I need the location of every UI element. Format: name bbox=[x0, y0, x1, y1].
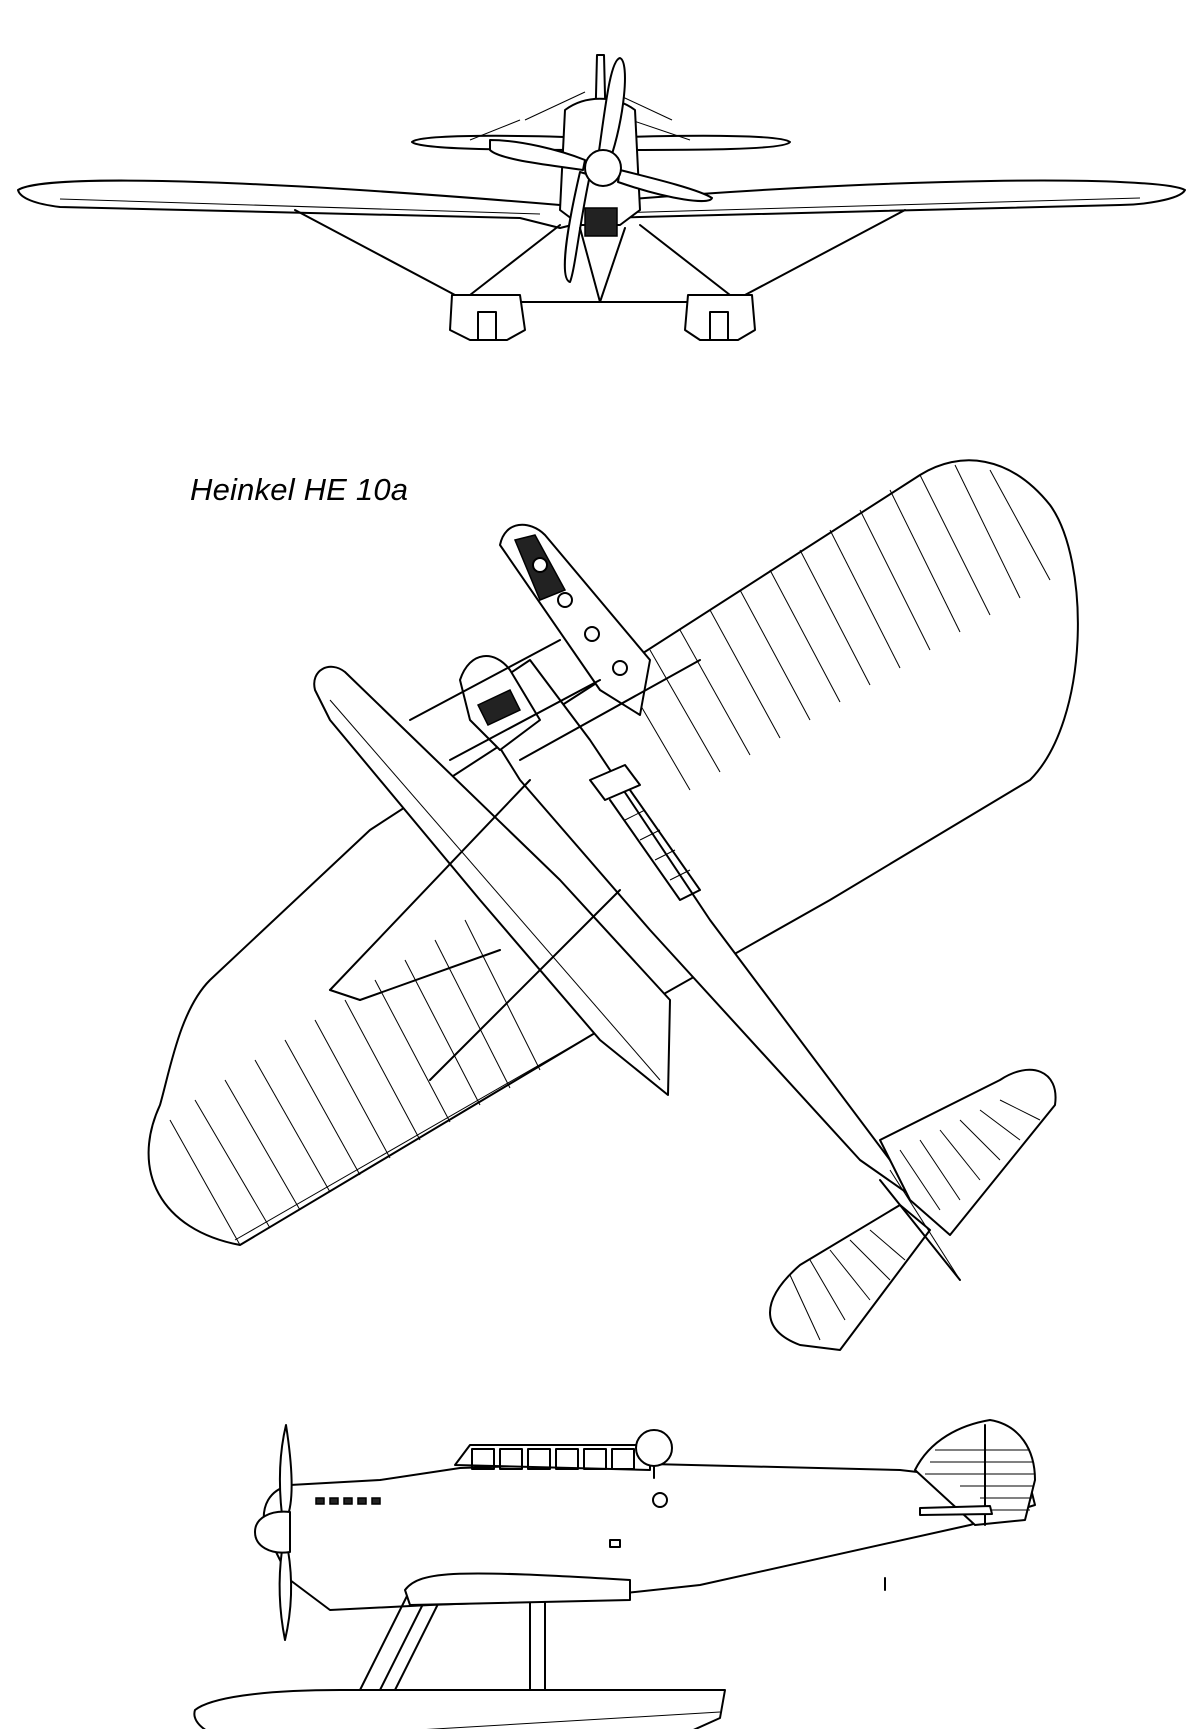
side-cabin-windows bbox=[471, 1448, 635, 1470]
front-radiator bbox=[584, 207, 618, 237]
side-fuselage bbox=[262, 1462, 1036, 1611]
front-float-left bbox=[449, 294, 526, 341]
side-propeller bbox=[278, 1424, 293, 1516]
plan-view bbox=[147, 459, 1079, 1351]
side-exhausts bbox=[315, 1497, 381, 1505]
side-float bbox=[193, 1689, 726, 1729]
side-view bbox=[193, 1419, 1036, 1729]
front-spinner bbox=[584, 149, 622, 187]
front-float-right bbox=[684, 294, 756, 341]
side-spinner bbox=[254, 1510, 291, 1554]
front-view bbox=[17, 54, 1186, 341]
side-fin bbox=[914, 1419, 1036, 1526]
plan-wing-ribs bbox=[169, 464, 1051, 1246]
plan-cabin-windows bbox=[589, 764, 701, 901]
plan-tailplane bbox=[879, 1068, 1057, 1236]
side-loop-antenna bbox=[635, 1429, 673, 1467]
aircraft-title: Heinkel HE 10a bbox=[190, 472, 409, 507]
plan-float-left bbox=[313, 665, 671, 1096]
plan-float-struts bbox=[329, 639, 701, 1081]
